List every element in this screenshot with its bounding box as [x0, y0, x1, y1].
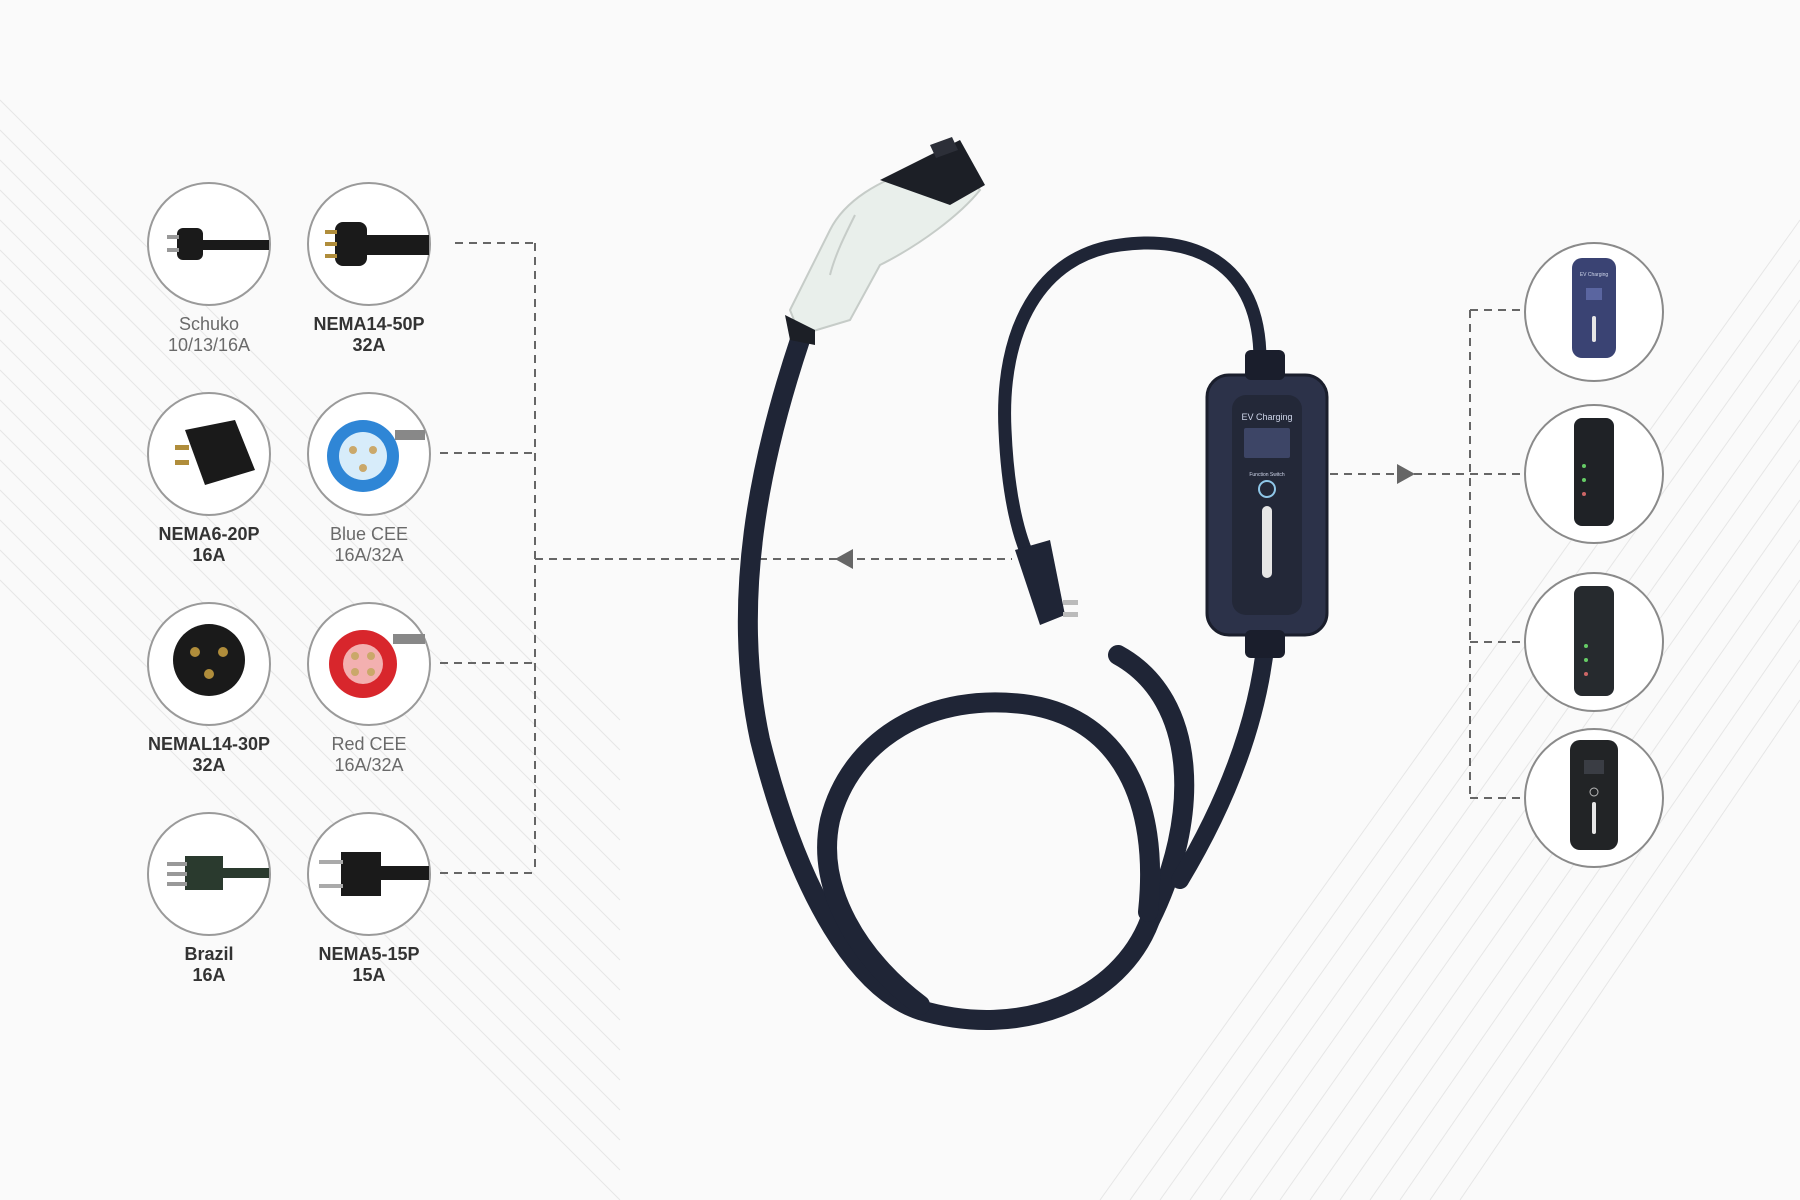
plug-name: NEMAL14-30P — [147, 734, 271, 754]
plug-rating: 16A — [192, 545, 226, 565]
nema14-50p-plug-icon — [307, 182, 431, 306]
plug-rating: 16A — [192, 965, 226, 985]
black-led-control-box-alt-icon — [1524, 572, 1664, 712]
wall-plug — [1015, 540, 1078, 625]
variant-screen-label: EV Charging — [1580, 272, 1609, 278]
plug-option-brazil: Brazil 16A — [114, 810, 304, 986]
charging-handle — [785, 137, 985, 345]
plug-option-nemal14-30p: NEMAL14-30P 32A — [114, 600, 304, 776]
plug-name: Brazil — [184, 944, 234, 964]
nema5-15p-plug-icon — [307, 812, 431, 936]
plug-rating: 32A — [192, 755, 226, 775]
plug-name: Red CEE — [331, 734, 407, 754]
plug-option-nema5-15p: NEMA5-15P 15A — [274, 810, 464, 986]
nema6-20p-plug-icon — [147, 392, 271, 516]
plug-rating: 16A/32A — [334, 545, 404, 565]
plug-rating: 10/13/16A — [167, 335, 251, 355]
plug-name: NEMA14-50P — [313, 314, 425, 334]
plug-rating: 16A/32A — [334, 755, 404, 775]
plug-name: Schuko — [178, 314, 240, 334]
plug-rating: 32A — [352, 335, 386, 355]
supply-cable — [998, 236, 1267, 567]
plug-option-nema6-20p: NEMA6-20P 16A — [114, 390, 304, 566]
plug-name: Blue CEE — [329, 524, 409, 544]
black-led-control-box-icon — [1524, 404, 1664, 544]
brazil-plug-icon — [147, 812, 271, 936]
plug-option-schuko: Schuko 10/13/16A — [114, 180, 304, 356]
plug-name: NEMA6-20P — [158, 524, 260, 544]
plug-option-nema14-50p: NEMA14-50P 32A — [274, 180, 464, 356]
black-lcd-control-box-icon — [1524, 728, 1664, 868]
blue-cee-plug-icon — [307, 392, 431, 516]
arrow-right-icon — [1397, 464, 1415, 484]
arrow-left-icon — [835, 549, 853, 569]
red-cee-plug-icon — [307, 602, 431, 726]
nemal14-30p-plug-icon — [147, 602, 271, 726]
plug-option-blue-cee: Blue CEE 16A/32A — [274, 390, 464, 566]
plug-option-red-cee: Red CEE 16A/32A — [274, 600, 464, 776]
plug-name: NEMA5-15P — [318, 944, 420, 964]
box-screen-label: EV Charging — [1241, 412, 1292, 422]
control-box — [1205, 350, 1329, 658]
navy-lcd-control-box-icon: EV Charging — [1524, 242, 1664, 382]
schuko-plug-icon — [147, 182, 271, 306]
plug-rating: 15A — [352, 965, 386, 985]
function-switch-label: Function Switch — [1249, 472, 1285, 478]
